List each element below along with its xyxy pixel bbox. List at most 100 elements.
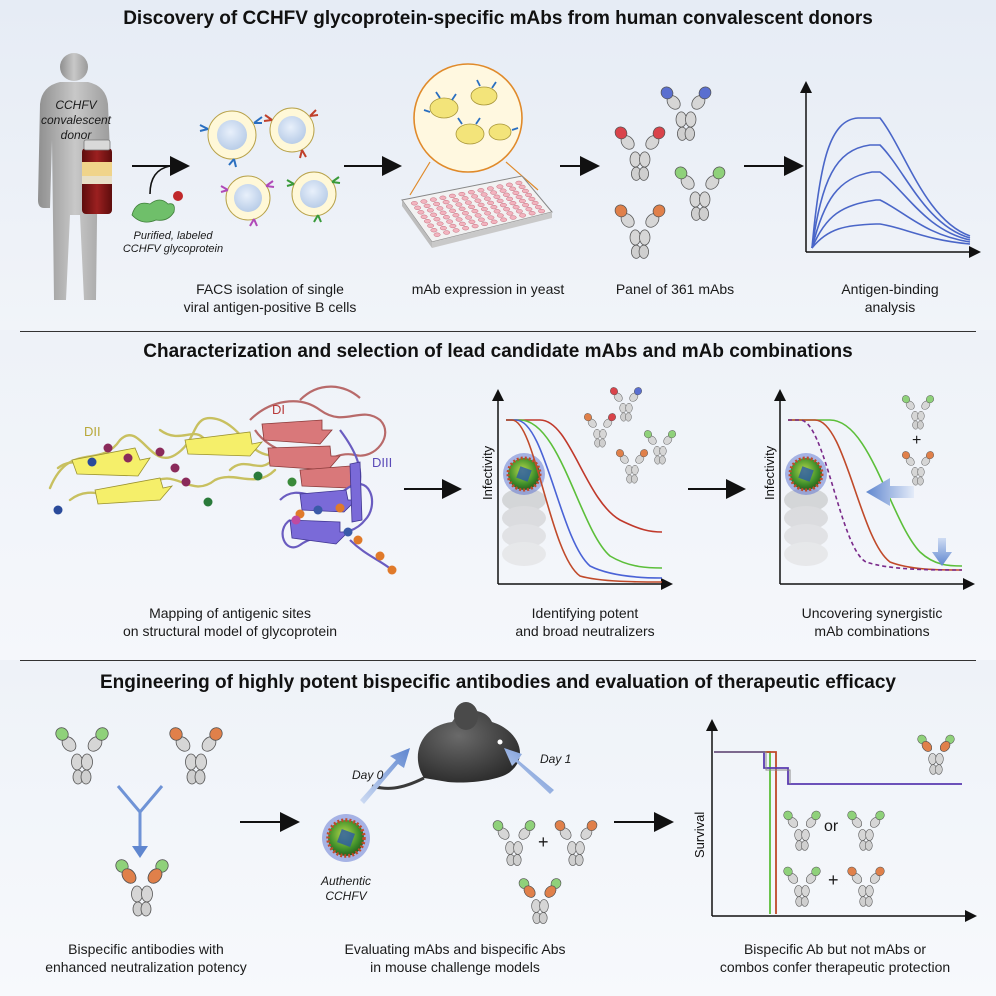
virus-icon xyxy=(785,453,827,495)
survival-plot xyxy=(706,719,977,922)
plate-well xyxy=(452,228,460,233)
plate-well xyxy=(420,214,428,219)
plate-well xyxy=(414,205,422,210)
plate-well xyxy=(521,188,529,194)
synergy-plus-sign: + xyxy=(912,432,922,449)
caption-yeast: mAb expression in yeast xyxy=(411,281,565,297)
domain-dii-label: DII xyxy=(84,424,101,439)
plate-well xyxy=(509,200,517,206)
plate-well xyxy=(442,199,450,205)
plate-well xyxy=(452,213,460,218)
plate-well xyxy=(471,223,479,229)
day0-label: Day 0 xyxy=(352,768,384,782)
plate-well xyxy=(512,205,520,210)
plate-well xyxy=(471,194,479,199)
or-label: or xyxy=(824,818,839,835)
plate-well xyxy=(493,209,501,214)
plate-well xyxy=(490,219,498,224)
mab-combo-icons xyxy=(490,818,600,924)
blood-tube-icon xyxy=(82,139,112,214)
plate-well xyxy=(522,202,530,208)
plate-well xyxy=(471,208,479,214)
plate-well xyxy=(515,194,523,200)
plate-well xyxy=(439,195,447,200)
plate-well xyxy=(461,211,469,216)
plate-well xyxy=(465,215,473,220)
plate-well xyxy=(455,202,463,207)
plate-well xyxy=(443,230,451,235)
day0-arrow xyxy=(360,748,410,804)
plate-well xyxy=(515,209,523,214)
plate-well xyxy=(528,196,536,202)
plate-well xyxy=(528,211,536,216)
plate-well xyxy=(458,206,466,211)
panel3-title: Engineering of highly potent bispecific … xyxy=(99,672,896,693)
plate-well xyxy=(433,232,441,237)
plate-well xyxy=(531,200,539,206)
plate-well xyxy=(477,188,485,193)
plate-well xyxy=(480,192,488,197)
plate-well xyxy=(496,198,504,204)
domain-diii-label: DIII xyxy=(372,455,393,470)
plate-well xyxy=(515,180,523,186)
plate-well xyxy=(468,219,476,224)
left-shift-arrow xyxy=(866,478,914,506)
plate-well xyxy=(483,196,491,201)
antigen-label: Purified, labeled CCHFV glycoprotein xyxy=(122,230,224,255)
plate-well xyxy=(433,217,441,222)
plate-well xyxy=(410,201,418,206)
plate-well xyxy=(462,226,470,231)
caption-mab-panel: Panel of 361 mAbs xyxy=(615,281,735,297)
plate-well xyxy=(468,204,476,210)
plate-well xyxy=(417,210,425,215)
merge-lines xyxy=(116,785,164,815)
donor-silhouette-icon xyxy=(38,53,112,300)
plate-well xyxy=(446,219,454,224)
glycoprotein-structure-icon xyxy=(48,385,397,575)
plate-well xyxy=(519,213,527,218)
authentic-virus-icon xyxy=(322,814,370,862)
plate-well xyxy=(484,211,492,216)
combo-plus-sign: + xyxy=(538,832,549,852)
plate-well xyxy=(477,217,485,222)
survival-plus-sign: + xyxy=(828,870,839,890)
plate-well xyxy=(423,219,431,224)
plate-well xyxy=(499,188,507,193)
plate-well xyxy=(452,198,460,203)
plate-well xyxy=(474,198,482,203)
glycoprotein-icon xyxy=(131,191,183,223)
plate-well xyxy=(506,211,514,216)
plate-well xyxy=(499,202,507,208)
plate-well xyxy=(506,196,514,202)
plate-well xyxy=(445,204,453,209)
neutralization-plot xyxy=(492,385,678,590)
plate-well xyxy=(430,228,438,233)
plate-well xyxy=(481,221,489,227)
plate-well xyxy=(496,184,504,189)
donor-label: CCHFV convalescent donor xyxy=(40,98,112,142)
plate-well xyxy=(426,208,434,213)
authentic-virus-label: Authentic CCHFV xyxy=(320,874,372,903)
mab-panel-icons xyxy=(612,84,728,259)
plate-well xyxy=(509,186,517,191)
plate-well xyxy=(490,204,498,210)
plate-well xyxy=(518,184,526,190)
plate-well xyxy=(474,213,482,218)
plate-well xyxy=(429,197,437,202)
divider-1 xyxy=(20,331,976,332)
plate-well xyxy=(525,207,533,212)
plate-well xyxy=(480,206,488,212)
plate-well xyxy=(467,190,475,195)
survival-axis-label: Survival xyxy=(692,811,707,858)
domain-di-label: DI xyxy=(272,402,285,417)
plate-well xyxy=(461,196,469,201)
plate-well xyxy=(487,215,495,220)
plate-well xyxy=(449,208,457,213)
arrow-antigen-join xyxy=(149,165,171,195)
